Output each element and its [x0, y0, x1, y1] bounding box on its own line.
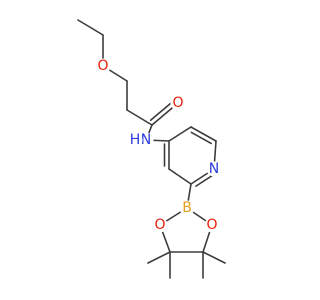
atom-o-carbonyl-backdrop	[170, 95, 186, 111]
bond-ch2-carbonyl-c	[126, 109, 153, 126]
bond-ring-2-3	[190, 126, 217, 142]
bond-ring-n-5-inner	[195, 173, 215, 187]
atom-o-ether-backdrop	[95, 58, 111, 74]
bond-methyl-a1	[147, 251, 171, 264]
bond-c-o-carbonyl-second	[149, 100, 175, 122]
bond-ring-1-2	[168, 126, 192, 142]
atom-h-amide: H	[130, 132, 141, 148]
atom-n-pyridine-backdrop	[206, 161, 222, 177]
atom-o-pinacol-right-backdrop	[204, 217, 220, 233]
atom-o-pinacol-right: O	[206, 217, 217, 233]
atom-boron-backdrop	[179, 200, 195, 216]
atom-o-pinacol-left: O	[154, 217, 165, 233]
atom-n-pyridine: N	[209, 161, 219, 177]
atom-o-carbonyl: O	[172, 95, 183, 111]
atom-n-amide-backdrop	[138, 132, 154, 148]
atom-o-pinacol-left-backdrop	[152, 217, 168, 233]
bond-ring-2-3-inner	[190, 131, 212, 145]
atom-n-amide: N	[141, 132, 151, 148]
atom-h-amide-backdrop	[127, 132, 143, 148]
atom-boron: B	[182, 200, 192, 216]
bond-ring-5-6	[168, 168, 192, 185]
bond-methyl-b1	[202, 251, 226, 264]
bond-ch3-ch2	[77, 19, 104, 36]
bond-layer	[77, 19, 226, 279]
atom-o-ether: O	[97, 58, 108, 74]
